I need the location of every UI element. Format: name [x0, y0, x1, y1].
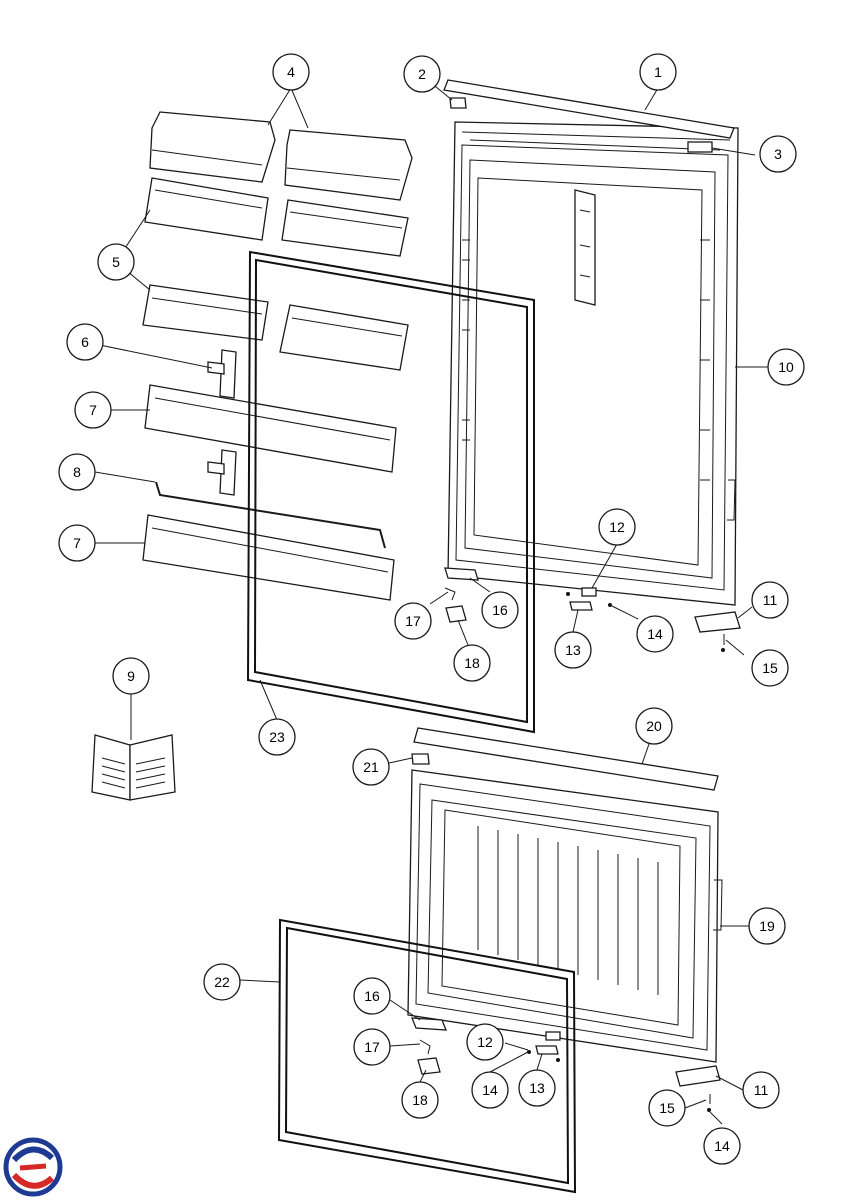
callout-3: 3 — [759, 135, 797, 173]
callout-12-lower: 12 — [466, 1023, 504, 1061]
svg-text:3: 3 — [774, 146, 782, 162]
callout-19: 19 — [748, 907, 786, 945]
svg-text:9: 9 — [127, 668, 135, 684]
callout-10: 10 — [767, 348, 805, 386]
hinge-cover-small — [687, 141, 713, 153]
hinge-bracket-upper — [444, 567, 479, 581]
fridge-door-panel — [447, 121, 739, 606]
callout-17-upper: 17 — [394, 602, 432, 640]
top-trim-bar — [443, 79, 735, 139]
freezer-trim-bar — [413, 727, 719, 791]
svg-text:14: 14 — [714, 1138, 730, 1154]
svg-text:11: 11 — [763, 592, 778, 608]
svg-text:22: 22 — [214, 974, 230, 990]
svg-text:17: 17 — [405, 613, 421, 629]
callout-5: 5 — [97, 243, 135, 281]
callout-15-upper: 15 — [751, 649, 789, 687]
callout-9: 9 — [112, 657, 150, 695]
callout-17-lower: 17 — [353, 1028, 391, 1066]
callout-14-lower: 14 — [471, 1071, 509, 1109]
callout-16-upper: 16 — [481, 591, 519, 629]
manual-book-icon — [91, 734, 176, 801]
callout-12-upper: 12 — [598, 508, 636, 546]
callouts: 1 2 3 4 5 6 7 7 8 9 10 11 12 13 14 15 16… — [58, 53, 805, 1165]
callout-8: 8 — [58, 453, 96, 491]
svg-text:2: 2 — [418, 66, 426, 82]
callout-4: 4 — [272, 53, 310, 91]
upper-door-gasket — [246, 250, 535, 734]
svg-text:23: 23 — [269, 729, 285, 745]
svg-text:16: 16 — [364, 988, 380, 1004]
svg-text:19: 19 — [759, 918, 775, 934]
svg-text:12: 12 — [609, 519, 625, 535]
svg-text:16: 16 — [492, 602, 508, 618]
callout-2: 2 — [403, 55, 441, 93]
callout-11-upper: 11 — [751, 581, 789, 619]
callout-18-lower: 18 — [401, 1081, 439, 1119]
svg-text:11: 11 — [754, 1082, 769, 1098]
callout-16-lower: 16 — [353, 977, 391, 1015]
svg-text:15: 15 — [659, 1100, 675, 1116]
callout-18-upper: 18 — [453, 644, 491, 682]
top-cap-small — [449, 97, 467, 109]
svg-text:10: 10 — [778, 359, 794, 375]
svg-text:8: 8 — [73, 464, 81, 480]
callout-7-upper: 7 — [74, 391, 112, 429]
callout-22: 22 — [203, 963, 241, 1001]
svg-text:13: 13 — [529, 1080, 545, 1096]
callout-13-lower: 13 — [518, 1069, 556, 1107]
callout-21: 21 — [352, 748, 390, 786]
svg-text:7: 7 — [73, 535, 81, 551]
svg-text:17: 17 — [364, 1039, 380, 1055]
callout-7-lower: 7 — [58, 524, 96, 562]
svg-text:1: 1 — [654, 64, 662, 80]
callout-15-lower: 15 — [648, 1089, 686, 1127]
callout-11-lower: 11 — [742, 1071, 780, 1109]
svg-text:15: 15 — [762, 660, 778, 676]
freezer-door-panel — [407, 769, 723, 1063]
brand-logo-icon — [3, 1137, 63, 1197]
svg-text:18: 18 — [412, 1092, 428, 1108]
callout-23: 23 — [258, 718, 296, 756]
svg-text:5: 5 — [112, 254, 120, 270]
svg-text:14: 14 — [647, 626, 663, 642]
leader-lines — [84, 81, 768, 1125]
svg-text:13: 13 — [565, 642, 581, 658]
callout-14-bottom: 14 — [703, 1127, 741, 1165]
callout-13-upper: 13 — [554, 631, 592, 669]
svg-text:7: 7 — [89, 402, 97, 418]
svg-text:4: 4 — [287, 64, 295, 80]
door-bins — [142, 111, 413, 601]
svg-text:21: 21 — [363, 759, 379, 775]
callout-1: 1 — [639, 53, 677, 91]
lower-door-gasket — [277, 918, 577, 1194]
svg-text:14: 14 — [482, 1082, 498, 1098]
callout-14-upper: 14 — [636, 615, 674, 653]
svg-text:12: 12 — [477, 1034, 493, 1050]
svg-text:18: 18 — [464, 655, 480, 671]
callout-6: 6 — [66, 323, 104, 361]
callout-20: 20 — [635, 707, 673, 745]
svg-text:20: 20 — [646, 718, 662, 734]
svg-text:6: 6 — [81, 334, 89, 350]
